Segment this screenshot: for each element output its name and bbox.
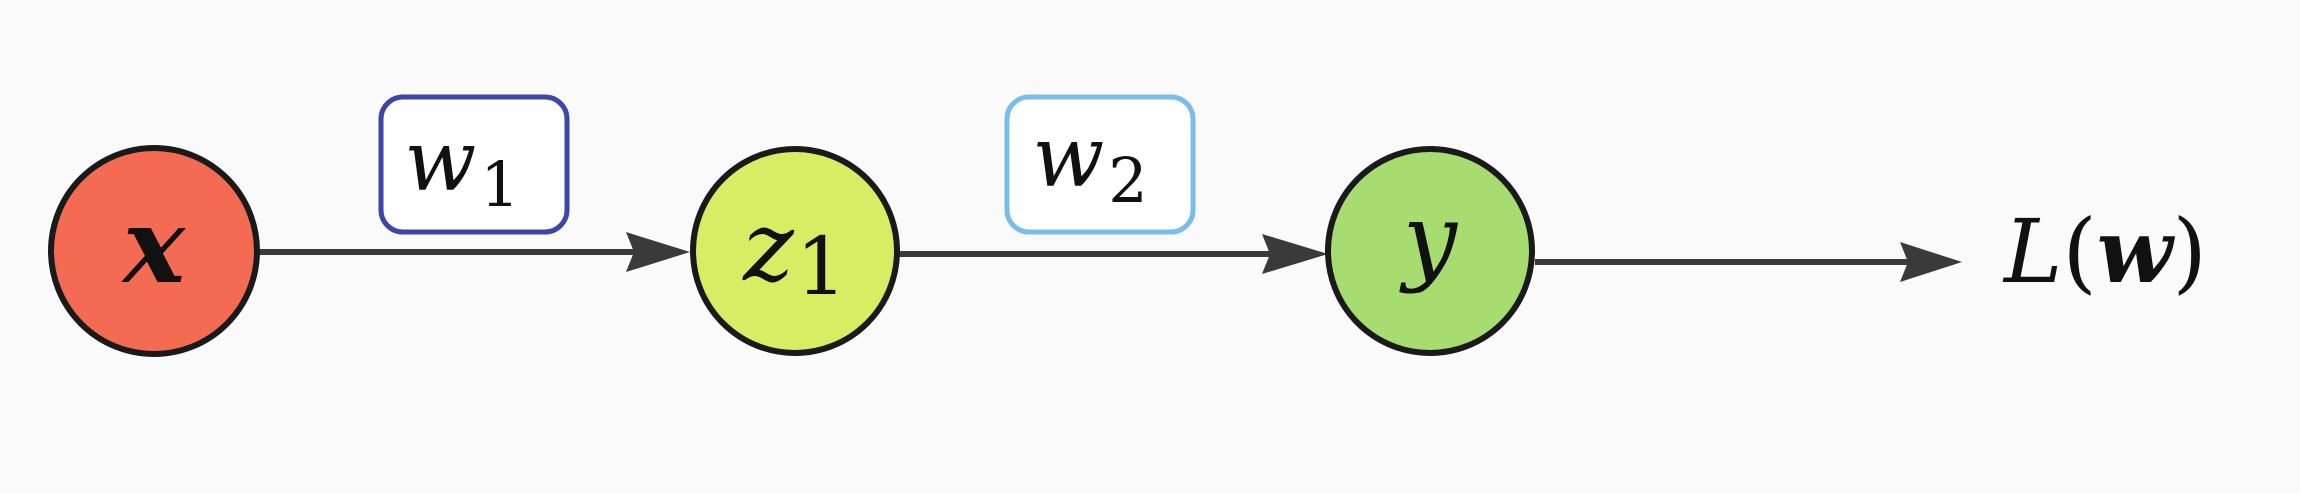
loss-argument: w (2097, 199, 2176, 303)
edge-y-to-loss (1535, 242, 1962, 282)
arrowhead (626, 232, 690, 272)
node-circle (48, 145, 260, 357)
node-label-y: y (1399, 183, 1459, 295)
arrowhead (1262, 234, 1328, 274)
weight-box-border (378, 94, 570, 235)
loss-function-symbol: L (2002, 200, 2062, 303)
node-circle (1325, 146, 1535, 356)
arrowhead (1900, 242, 1962, 282)
weight-label-w1: w1 (404, 112, 519, 221)
loss-label: L(w) (2002, 199, 2207, 303)
node-subscript: 1 (796, 220, 847, 313)
open-paren: ( (2062, 200, 2096, 303)
weight-box-w2: w2 (1004, 94, 1196, 235)
weight-subscript: 2 (1108, 144, 1147, 217)
edge-x-to-z1 (260, 232, 690, 272)
node-x: x (48, 145, 260, 357)
weight-box-border (1004, 94, 1196, 235)
weight-subscript: 1 (480, 148, 519, 221)
weight-label-w2: w2 (1032, 108, 1147, 217)
output-loss: L(w) (2002, 199, 2207, 303)
node-circle (690, 146, 900, 356)
close-paren: ) (2173, 200, 2207, 303)
node-label-z1: z1 (742, 191, 846, 313)
weight-symbol: w (404, 112, 476, 210)
node-y: y (1325, 146, 1535, 356)
weight-box-w1: w1 (378, 94, 570, 235)
edge-z1-to-y (897, 234, 1328, 274)
node-z1: z1 (690, 146, 900, 356)
node-symbol: z (742, 191, 795, 303)
node-label-x: x (121, 184, 186, 307)
weight-symbol: w (1032, 108, 1104, 206)
